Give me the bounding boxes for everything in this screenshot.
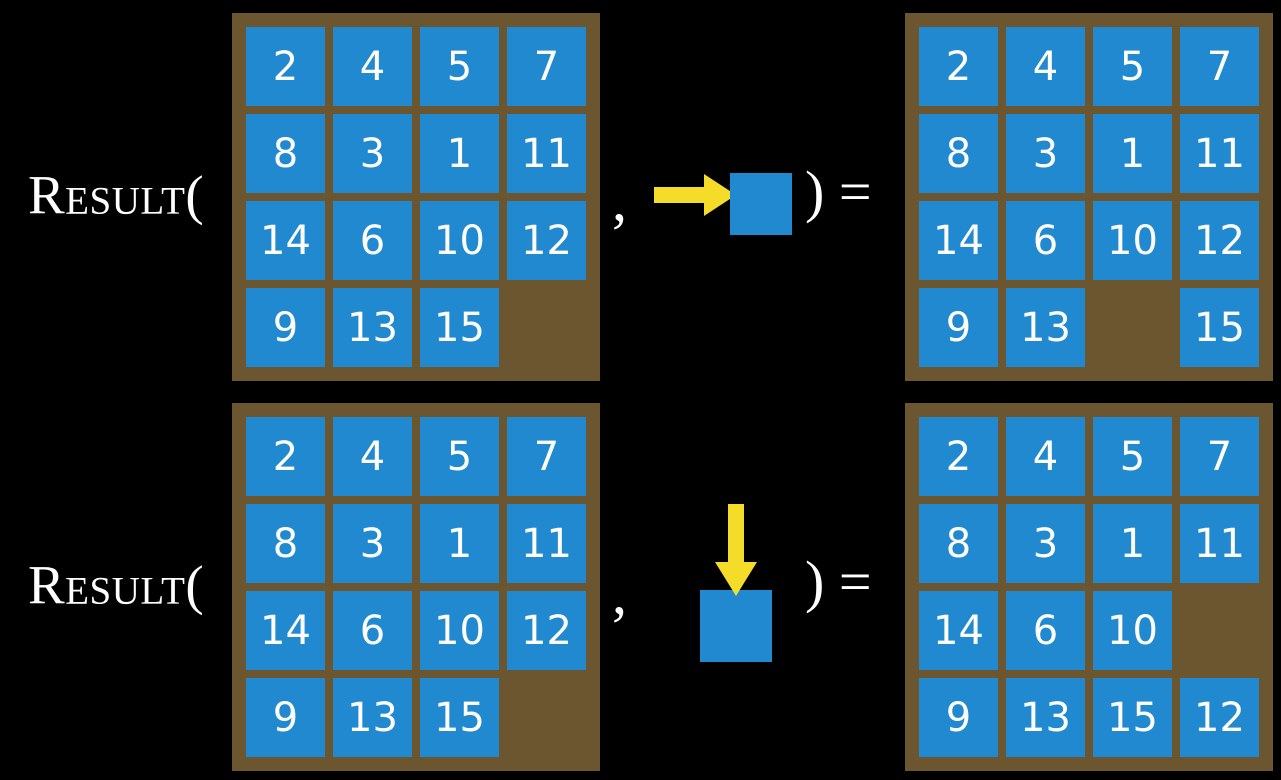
tile: 14 xyxy=(919,591,998,670)
tile: 3 xyxy=(1006,504,1085,583)
tile: 10 xyxy=(1093,591,1172,670)
tile: 2 xyxy=(919,417,998,496)
tile: 14 xyxy=(246,591,325,670)
tile-empty-slot xyxy=(1093,288,1172,367)
tile: 9 xyxy=(919,678,998,757)
comma-separator-bottom: , xyxy=(612,560,627,626)
tile: 7 xyxy=(507,417,586,496)
tile: 4 xyxy=(333,417,412,496)
tile: 5 xyxy=(1093,27,1172,106)
tile: 7 xyxy=(1180,27,1259,106)
tile: 9 xyxy=(246,678,325,757)
tile: 1 xyxy=(1093,114,1172,193)
tile: 5 xyxy=(1093,417,1172,496)
tile: 14 xyxy=(246,201,325,280)
tile: 11 xyxy=(1180,504,1259,583)
tile: 13 xyxy=(333,678,412,757)
tile: 9 xyxy=(246,288,325,367)
tile: 7 xyxy=(507,27,586,106)
tile: 4 xyxy=(333,27,412,106)
tile: 3 xyxy=(333,114,412,193)
result-label-bottom: Result( xyxy=(28,554,205,616)
operator-group-top: , ) = xyxy=(600,0,900,390)
arrow-down-icon xyxy=(715,504,757,596)
tile: 5 xyxy=(420,417,499,496)
tile: 15 xyxy=(1093,678,1172,757)
tile: 3 xyxy=(333,504,412,583)
tile: 7 xyxy=(1180,417,1259,496)
tile: 1 xyxy=(420,114,499,193)
tile: 10 xyxy=(420,201,499,280)
arrow-right-icon xyxy=(654,174,736,216)
tile: 6 xyxy=(333,591,412,670)
tile: 2 xyxy=(919,27,998,106)
tile: 12 xyxy=(1180,678,1259,757)
tile: 12 xyxy=(1180,201,1259,280)
close-paren-equals-bottom: ) = xyxy=(805,549,872,614)
tile: 14 xyxy=(919,201,998,280)
tile: 6 xyxy=(1006,591,1085,670)
tile: 8 xyxy=(919,504,998,583)
tile: 13 xyxy=(1006,288,1085,367)
tile: 10 xyxy=(1093,201,1172,280)
tile: 6 xyxy=(333,201,412,280)
tile: 2 xyxy=(246,27,325,106)
move-tile-bottom xyxy=(700,590,772,662)
close-paren-equals-top: ) = xyxy=(805,159,872,224)
tile: 11 xyxy=(507,504,586,583)
tile: 9 xyxy=(919,288,998,367)
tile: 8 xyxy=(246,114,325,193)
tile-empty-slot xyxy=(507,288,586,367)
tile: 4 xyxy=(1006,417,1085,496)
tile: 4 xyxy=(1006,27,1085,106)
operator-group-bottom: , ) = xyxy=(600,390,900,780)
tile: 13 xyxy=(333,288,412,367)
tile-empty-slot xyxy=(507,678,586,757)
tile: 1 xyxy=(420,504,499,583)
tile: 8 xyxy=(919,114,998,193)
tile: 15 xyxy=(1180,288,1259,367)
tile: 12 xyxy=(507,201,586,280)
tile: 6 xyxy=(1006,201,1085,280)
tile-empty-slot xyxy=(1180,591,1259,670)
tile: 15 xyxy=(420,678,499,757)
tile: 1 xyxy=(1093,504,1172,583)
move-tile-top xyxy=(730,173,792,235)
tile: 3 xyxy=(1006,114,1085,193)
tile: 15 xyxy=(420,288,499,367)
tile: 10 xyxy=(420,591,499,670)
tile: 5 xyxy=(420,27,499,106)
tile: 11 xyxy=(1180,114,1259,193)
result-label-top: Result( xyxy=(28,164,205,226)
tile: 11 xyxy=(507,114,586,193)
tile: 2 xyxy=(246,417,325,496)
tile: 8 xyxy=(246,504,325,583)
tile: 12 xyxy=(507,591,586,670)
tile: 13 xyxy=(1006,678,1085,757)
comma-separator-top: , xyxy=(612,167,627,233)
